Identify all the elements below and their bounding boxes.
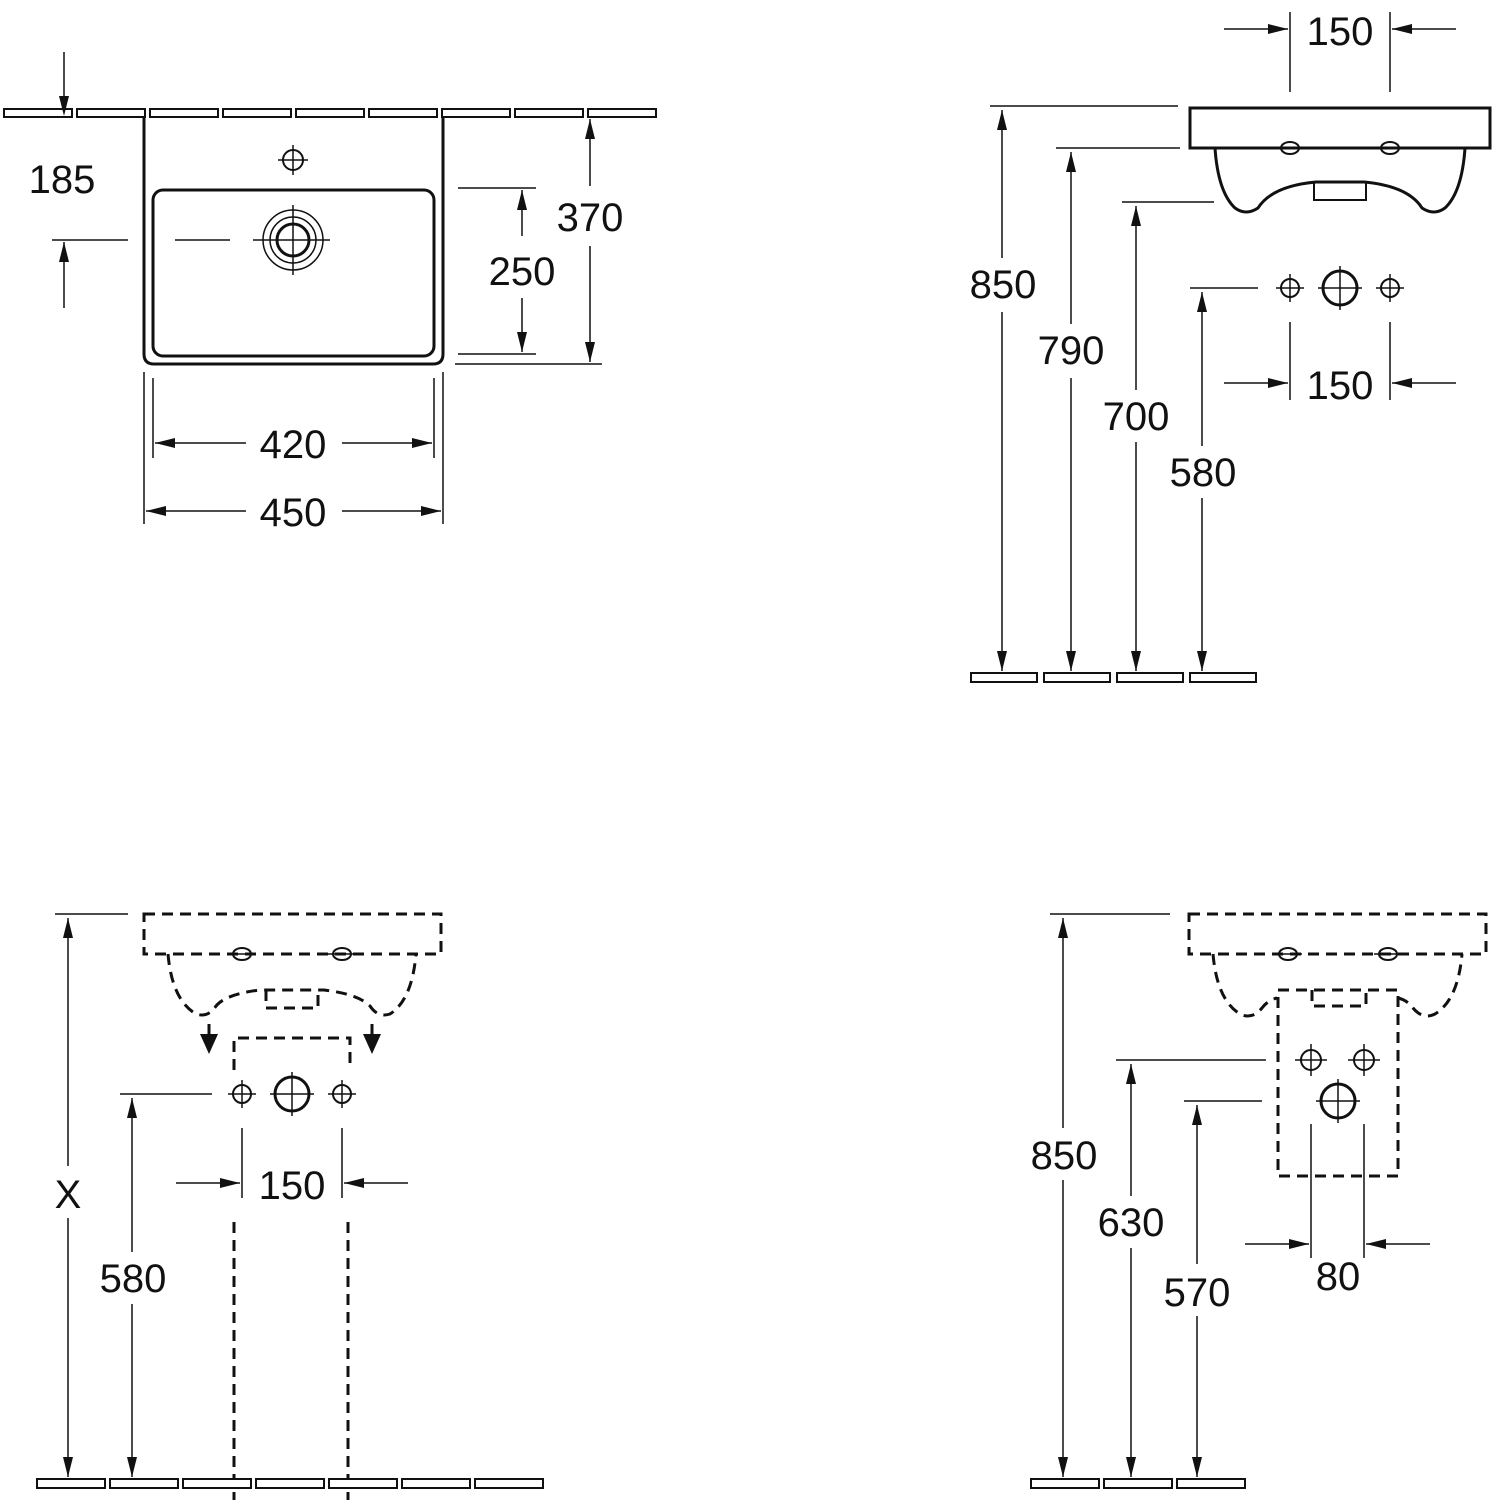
dim-370: 370	[557, 196, 624, 240]
dim-450: 450	[260, 491, 327, 535]
basin-dashed-semi-pedestal	[1187, 912, 1488, 1018]
floor-tiles-pedestal	[36, 1478, 544, 1489]
floor-tiles-semi-pedestal	[1030, 1478, 1246, 1489]
wall-fixings-pedestal-icon	[228, 1072, 356, 1116]
dim-80: 80	[1316, 1255, 1361, 1299]
dim-790: 790	[1038, 329, 1105, 373]
semi-pedestal-view: 80 850 630 570	[1030, 912, 1488, 1489]
dim-630: 630	[1098, 1201, 1165, 1245]
dim-420: 420	[260, 423, 327, 467]
pedestal-dashed	[232, 1036, 352, 1500]
dim-150-wall: 150	[1307, 364, 1374, 408]
dim-185: 185	[29, 158, 96, 202]
dim-850-side: 850	[970, 263, 1037, 307]
dim-150-pedestal: 150	[259, 1164, 326, 1208]
pedestal-view: 150 X 580	[36, 912, 544, 1500]
side-view: 150 150	[970, 10, 1492, 683]
semi-pedestal-dashed	[1276, 988, 1400, 1178]
wall-fixings-icon	[1276, 266, 1404, 310]
basin-dashed-pedestal	[142, 912, 443, 1017]
dim-850-semi: 850	[1031, 1134, 1098, 1178]
dim-x: X	[55, 1173, 82, 1217]
dim-250: 250	[489, 250, 556, 294]
dim-700: 700	[1103, 395, 1170, 439]
tap-hole-icon	[278, 145, 308, 175]
top-view: 185 250 370 420 450	[3, 52, 657, 535]
down-arrow-icon	[200, 1024, 381, 1054]
basin-front-elevation	[1188, 106, 1492, 214]
basin-outline-plan	[142, 117, 445, 366]
floor-tiles-side-view	[970, 672, 1257, 683]
wall-tiles-top-view	[3, 108, 657, 118]
dim-580-pedestal: 580	[100, 1257, 167, 1301]
fixings-semi-pedestal-icon	[1295, 1044, 1380, 1123]
dim-150-top: 150	[1307, 10, 1374, 54]
dim-570: 570	[1164, 1271, 1231, 1315]
drain-icon	[253, 205, 330, 275]
dim-580-side: 580	[1170, 451, 1237, 495]
